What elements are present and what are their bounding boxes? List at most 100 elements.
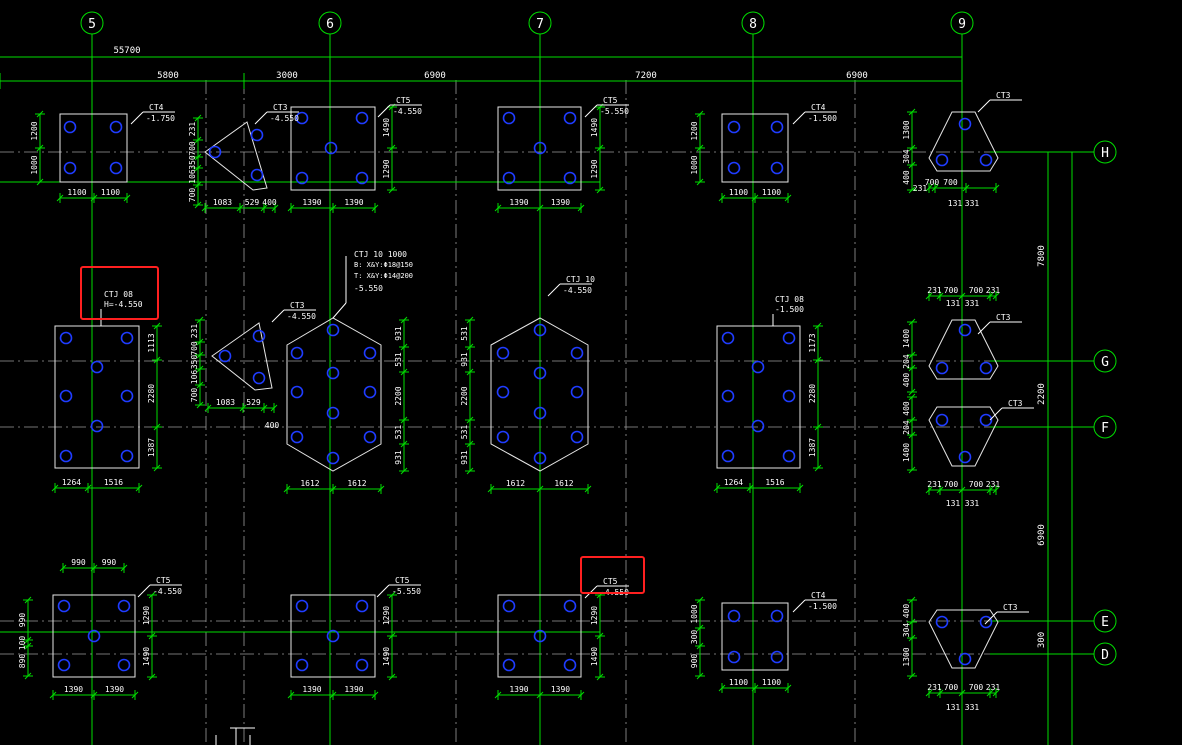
dim-slash: [194, 181, 202, 189]
axis-label-5: 5: [88, 17, 96, 32]
highlight-box-ct5: [580, 556, 645, 594]
leader-line: [977, 99, 991, 113]
dim-slash: [196, 338, 204, 346]
cap-tag-r1c3: CT5: [396, 96, 411, 105]
dim-slash: [400, 440, 408, 448]
dim-label: 1390: [551, 685, 570, 694]
leader-line: [984, 611, 998, 625]
dim-slash: [329, 485, 337, 493]
pile-circle: [218, 349, 232, 363]
pile-circle: [563, 171, 577, 185]
dim-label: 1387: [808, 438, 817, 457]
dim-label: 1387: [147, 438, 156, 457]
dim-slash: [908, 596, 916, 604]
dim-slash: [746, 484, 754, 492]
leader-line: [977, 321, 991, 335]
cap-r4c4: [721, 602, 789, 671]
dim-slash: [388, 186, 396, 194]
cap-tag-r1c2: CT3: [273, 103, 288, 112]
axis-label-D: D: [1101, 648, 1109, 663]
dim-slash: [59, 564, 67, 572]
dim-label: 204: [902, 354, 911, 369]
dim-slash: [718, 194, 726, 202]
pile-circle: [533, 366, 547, 380]
dim-label: 700: [925, 178, 940, 187]
dim-label: 1113: [147, 333, 156, 352]
dim-label: 304: [902, 149, 911, 164]
dim-slash: [466, 368, 474, 376]
dim-slash: [992, 184, 1000, 192]
pile-circle: [563, 599, 577, 613]
dim-slash: [925, 292, 933, 300]
highlight-box-ctj08: [80, 266, 159, 320]
pile-circle: [117, 658, 131, 672]
dim-label: 231: [986, 683, 1001, 692]
cap-r1c2: [204, 121, 268, 191]
pile-circle: [782, 331, 796, 345]
dim-slash: [135, 484, 143, 492]
dim-slash: [466, 316, 474, 324]
dim-slash: [908, 634, 916, 642]
cap-tag-r3c6: CT3: [1008, 399, 1023, 408]
dim-label: 350: [188, 155, 197, 170]
pile-circle: [326, 366, 340, 380]
dim-label: 106: [188, 169, 197, 184]
dim-slash: [958, 486, 966, 494]
dim-label: 1200: [30, 121, 39, 140]
dim-slash: [925, 486, 933, 494]
pile-circle: [935, 615, 949, 629]
dim-slash: [908, 618, 916, 626]
dim-label: 1290: [590, 159, 599, 178]
dim-slash: [936, 689, 944, 697]
dim-slash: [814, 356, 822, 364]
dim-label: 1390: [302, 685, 321, 694]
dim-slash: [90, 194, 98, 202]
dim-label: 400: [262, 198, 277, 207]
dim-label: 1290: [382, 159, 391, 178]
pile-circle: [363, 430, 377, 444]
dim-slash: [388, 144, 396, 152]
dim-slash: [204, 404, 212, 412]
dim-label: 231: [986, 286, 1001, 295]
dim-label: 106: [190, 370, 199, 385]
axis-label-9: 9: [958, 17, 966, 32]
pile-circle: [570, 346, 584, 360]
dim-slash: [814, 464, 822, 472]
pile-circle: [979, 413, 993, 427]
dim-label: 700: [944, 480, 959, 489]
dim-label: 531: [460, 425, 469, 440]
cap-tag-r1c4: CT5: [603, 96, 618, 105]
pile-circle: [721, 449, 735, 463]
dim-slash: [466, 467, 474, 475]
pile-circle: [727, 161, 741, 175]
dimension-layer: [0, 56, 1073, 745]
dim-slash: [194, 153, 202, 161]
pile-circle: [363, 385, 377, 399]
dim-slash: [466, 440, 474, 448]
cap-elevation-r4c4: -1.500: [808, 602, 837, 611]
dim-slash: [153, 322, 161, 330]
dim-slash: [194, 164, 202, 172]
dim-label: 131: [946, 299, 961, 308]
cap-tag-r1c6: CT3: [996, 91, 1011, 100]
cap-tag-r2c2: CT3: [290, 301, 305, 310]
leader-line: [130, 111, 144, 125]
dim-label: 1516: [765, 478, 784, 487]
cap-r1c3: [290, 106, 376, 191]
dim-label: 700: [943, 178, 958, 187]
leader-line: [271, 309, 285, 323]
pile-circle: [570, 385, 584, 399]
pile-circle: [935, 153, 949, 167]
pile-circle: [770, 609, 784, 623]
axis-bubble-D: [1093, 642, 1117, 666]
dim-slash: [908, 186, 916, 194]
dim-label: 331: [965, 703, 980, 712]
dim-label: 1290: [382, 606, 391, 625]
axis-bubble-6: [318, 11, 342, 35]
dim-slash: [148, 632, 156, 640]
pile-circle: [90, 419, 104, 433]
dim-slash: [24, 596, 32, 604]
dim-slash: [90, 691, 98, 699]
pile-circle: [295, 111, 309, 125]
